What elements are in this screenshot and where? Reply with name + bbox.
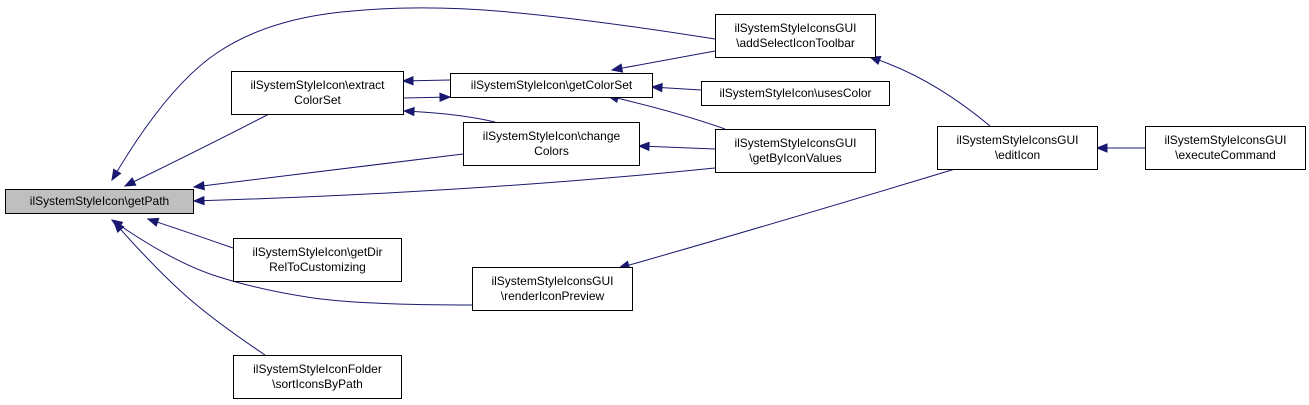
node-sortIconsByPath[interactable]: ilSystemStyleIconFolder\sortIconsByPath [233,355,402,399]
node-label-line: ilSystemStyleIcon\extract [250,78,385,92]
edge-changeColors-to-getPath [192,153,464,191]
node-getColorSet[interactable]: ilSystemStyleIcon\getColorSet [450,73,653,98]
node-renderIconPreview[interactable]: ilSystemStyleIconsGUI\renderIconPreview [472,267,633,311]
node-label-line: \addSelectIconToolbar [736,36,855,50]
edge-addSelectIconToolbar-to-getColorSet [610,50,716,73]
edge-line [116,7,716,172]
node-label-line: ColorSet [294,93,341,107]
node-usesColor[interactable]: ilSystemStyleIcon\usesColor [701,81,890,106]
node-label-line: ilSystemStyleIcon\getColorSet [471,78,633,92]
edge-line [661,87,702,91]
edge-line [402,96,441,99]
node-box[interactable] [450,73,653,98]
node-label-line: \sortIconsByPath [272,377,363,391]
edge-getDirRelToCustomizing-to-getPath [146,217,234,249]
node-editIcon[interactable]: ilSystemStyleIconsGUI\editIcon [937,126,1098,170]
nodes-layer: ilSystemStyleIcon\getPath ilSystemStyleIc… [5,14,1306,399]
edge-line [628,168,956,266]
node-box[interactable] [701,81,890,106]
node-box[interactable] [937,126,1098,170]
node-label-line: Colors [534,144,569,158]
edge-sortIconsByPath-to-getPath [113,220,266,356]
edge-executeCommand-to-editIcon [1095,143,1145,153]
node-label-line: ilSystemStyleIconFolder [253,362,382,376]
node-label-line: ilSystemStyleIconsGUI [734,136,856,150]
node-label-line: RelToCustomizing [269,260,366,274]
edge-arrowhead [1095,143,1108,153]
edge-line [119,225,473,306]
edge-line [621,50,716,69]
node-box[interactable] [715,14,876,58]
edge-getColorSet-to-extractColorSet [401,76,451,86]
edge-line [412,79,451,82]
edge-extractColorSet-to-getColorSet [402,92,452,102]
edge-arrowhead [111,168,122,182]
edge-editIcon-to-renderIconPreview [617,168,956,270]
edge-line [157,221,234,249]
node-box[interactable] [472,267,633,311]
edge-line [133,112,272,183]
edge-usesColor-to-getColorSet [650,82,702,93]
node-label-line: \getByIconValues [749,151,842,165]
node-label-line: ilSystemStyleIcon\change [483,129,621,143]
edge-line [203,167,716,202]
edge-arrowhead [123,177,137,187]
node-label-line: ilSystemStyleIconsGUI [956,133,1078,147]
node-addSelectIconToolbar[interactable]: ilSystemStyleIconsGUI\addSelectIconToolb… [715,14,876,58]
node-label-line: \executeCommand [1175,148,1276,162]
edge-line [617,97,726,130]
edge-addSelectIconToolbar-to-getPath [111,7,716,182]
edge-arrowhead [113,220,125,233]
node-label-line: \renderIconPreview [501,289,605,303]
node-label-line: ilSystemStyleIcon\getPath [30,194,169,208]
node-label-line: ilSystemStyleIconsGUI [734,21,856,35]
edge-getByIconValues-to-changeColors [637,141,716,152]
node-box[interactable] [1145,126,1306,170]
edge-line [648,145,716,150]
node-box[interactable] [231,71,404,115]
edge-arrowhead [610,63,624,73]
node-getPath[interactable]: ilSystemStyleIcon\getPath [5,189,194,214]
node-label-line: ilSystemStyleIcon\usesColor [719,86,871,100]
node-label-line: \editIcon [995,148,1040,162]
node-box[interactable] [463,122,640,166]
edges-layer [110,7,1145,356]
edge-line [413,111,496,123]
node-executeCommand[interactable]: ilSystemStyleIconsGUI\executeCommand [1145,126,1306,170]
edge-getByIconValues-to-getPath [192,167,716,206]
edge-line [120,229,266,356]
edge-arrowhead [439,92,452,102]
edge-line [879,59,991,127]
node-label-line: ilSystemStyleIconsGUI [1164,133,1286,147]
node-label-line: ilSystemStyleIcon\getDir [252,245,382,259]
edge-arrowhead [402,106,415,117]
edge-arrowhead [192,195,205,206]
node-getByIconValues[interactable]: ilSystemStyleIconsGUI\getByIconValues [715,129,876,173]
edge-extractColorSet-to-getPath [123,112,272,187]
node-box[interactable] [715,129,876,173]
edge-arrowhead [637,141,650,152]
edge-arrowhead [401,76,414,86]
edge-arrowhead [192,181,205,191]
node-box[interactable] [5,189,194,214]
edge-arrowhead [146,217,160,227]
edge-changeColors-to-extractColorSet [402,106,496,123]
edge-line [203,153,464,187]
edge-arrowhead [650,82,663,93]
node-box[interactable] [233,238,402,282]
node-label-line: ilSystemStyleIconsGUI [491,274,613,288]
node-box[interactable] [233,355,402,399]
